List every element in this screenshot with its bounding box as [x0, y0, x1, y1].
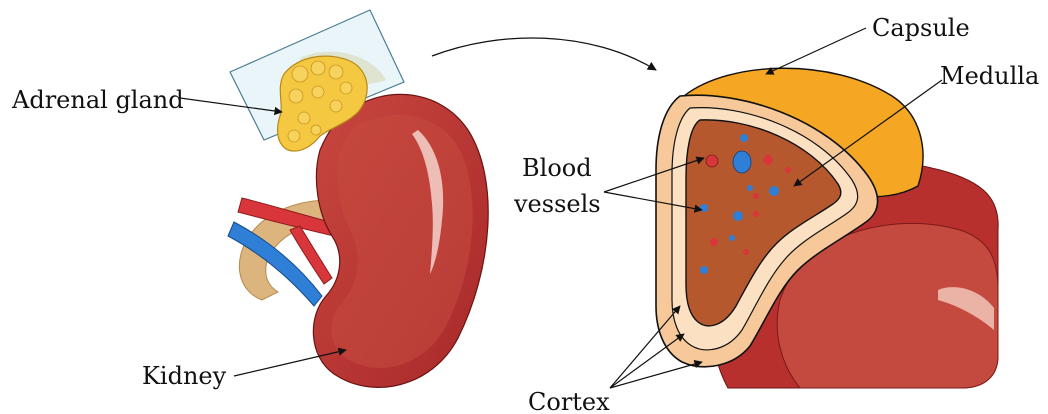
label-adrenal-gland: Adrenal gland [11, 86, 184, 114]
pointer-cortex-2 [610, 334, 684, 388]
transition-arrow [432, 38, 656, 70]
pointer-cortex-3 [610, 362, 702, 388]
label-capsule: Capsule [872, 14, 970, 42]
cross-section-group [656, 68, 998, 388]
label-blood-vessels-line1: Blood [522, 154, 592, 182]
label-kidney: Kidney [142, 362, 227, 390]
label-medulla: Medulla [940, 62, 1039, 90]
left-kidney-group [228, 10, 488, 387]
label-cortex: Cortex [528, 388, 610, 414]
label-blood-vessels-line2: vessels [513, 190, 601, 218]
pointer-capsule [766, 28, 866, 74]
